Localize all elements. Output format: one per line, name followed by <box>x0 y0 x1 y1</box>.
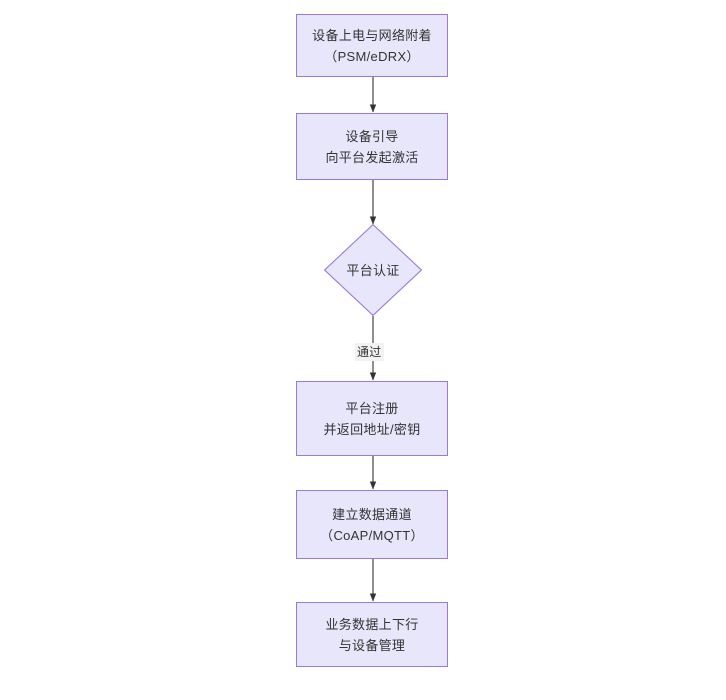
node-business-data-line1: 业务数据上下行 <box>325 616 419 632</box>
node-business-data[interactable]: 业务数据上下行 与设备管理 <box>296 602 448 667</box>
node-platform-register-line1: 平台注册 <box>345 400 399 416</box>
node-bootstrap[interactable]: 设备引导 向平台发起激活 <box>296 113 448 180</box>
node-power-on-line1: 设备上电与网络附着 <box>312 27 432 43</box>
node-bootstrap-line1: 设备引导 <box>345 128 399 144</box>
node-bootstrap-line2: 向平台发起激活 <box>325 149 419 165</box>
node-data-channel-line2: （CoAP/MQTT） <box>320 527 424 543</box>
node-platform-register-line2: 并返回地址/密钥 <box>323 421 421 437</box>
edge-label-pass: 通过 <box>355 343 384 361</box>
node-data-channel[interactable]: 建立数据通道 （CoAP/MQTT） <box>296 490 448 559</box>
node-data-channel-line1: 建立数据通道 <box>332 506 412 522</box>
edge-label-pass-text: 通过 <box>357 345 382 359</box>
node-platform-register[interactable]: 平台注册 并返回地址/密钥 <box>296 381 448 456</box>
diamond-shape <box>324 224 422 316</box>
node-power-on[interactable]: 设备上电与网络附着 （PSM/eDRX） <box>296 14 448 77</box>
node-business-data-line2: 与设备管理 <box>338 637 406 653</box>
node-platform-auth[interactable]: 平台认证 <box>324 224 422 316</box>
node-platform-auth-label: 平台认证 <box>346 262 400 278</box>
node-power-on-line2: （PSM/eDRX） <box>324 48 420 64</box>
